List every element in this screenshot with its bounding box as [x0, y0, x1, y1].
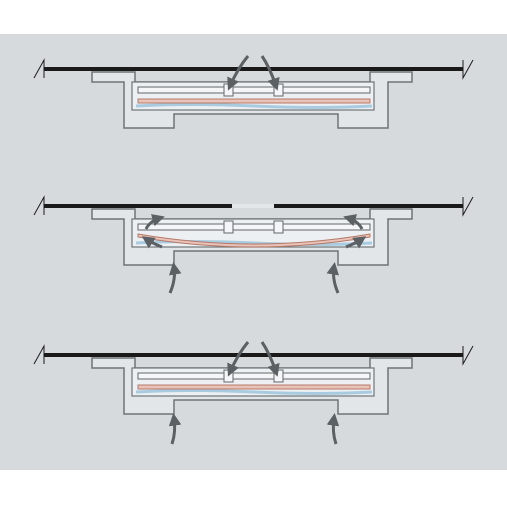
arrow-chamber-up-right: [343, 214, 364, 230]
arrow-top-left: [227, 341, 250, 377]
film-flat: [137, 98, 371, 104]
break-mark-left: [33, 58, 45, 79]
film-flat: [137, 384, 371, 390]
water-layer: [135, 389, 373, 395]
panel-state-2: [33, 195, 474, 294]
upper-plate: [137, 223, 371, 231]
arrow-bottom-right: [326, 262, 340, 294]
arrow-chamber-left: [141, 236, 163, 249]
plate-stud-left: [223, 220, 234, 234]
water-layer: [135, 103, 373, 109]
diagram-svg: [0, 34, 507, 470]
upper-plate: [137, 372, 371, 380]
arrow-chamber-up-left: [144, 214, 165, 230]
plate-stud-right: [273, 220, 284, 234]
arrow-chamber-right: [345, 236, 367, 249]
beam-gap: [232, 204, 274, 208]
break-mark-left: [33, 344, 45, 365]
arrow-top-right: [260, 55, 280, 91]
panel-state-1: [33, 55, 474, 129]
break-mark-right: [462, 196, 474, 217]
panel-state-3: [33, 341, 474, 445]
arrow-top-right: [260, 341, 280, 377]
break-mark-right: [462, 345, 474, 366]
arrow-bottom-left: [168, 262, 182, 294]
arrow-top-left: [227, 55, 250, 91]
break-mark-right: [462, 59, 474, 80]
film-curved: [137, 233, 371, 248]
arrow-bottom-left: [168, 413, 182, 445]
diagram-panel: [0, 34, 507, 470]
arrow-bottom-right: [326, 413, 340, 445]
upper-plate: [137, 86, 371, 94]
break-mark-left: [33, 195, 45, 216]
